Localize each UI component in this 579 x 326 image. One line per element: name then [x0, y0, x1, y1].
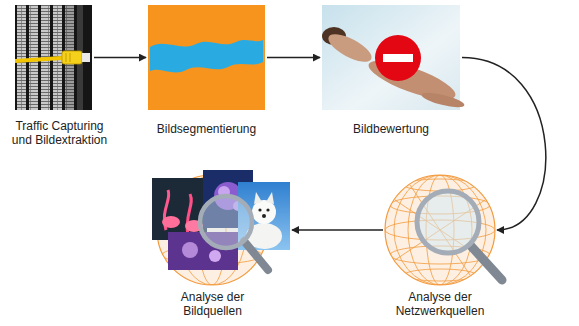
step-caption: Analyse der Bildquellen: [157, 290, 269, 318]
process-step: Analyse der Netzwerkquellen: [385, 175, 495, 285]
process-step: Bildbewertung: [322, 5, 460, 110]
rating-picture: [322, 5, 466, 110]
caption-group: Bildsegmentierung: [142, 122, 272, 136]
step-caption: Traffic Capturing und Bildextraktion: [5, 119, 115, 147]
caption-group: Traffic Capturing und Bildextraktion: [5, 119, 115, 147]
process-step: Analyse der Bildquellen: [155, 175, 290, 285]
flow-arrow: [94, 57, 146, 59]
caption-group: Analyse der Bildquellen: [157, 290, 269, 318]
network-cable-picture: [15, 5, 92, 110]
process-step: Traffic Capturing und Bildextraktion: [15, 5, 92, 110]
flow-arrow: [292, 229, 383, 231]
network-sphere-picture: [385, 175, 502, 285]
caption-group: Bildbewertung: [326, 122, 456, 136]
process-step: Bildsegmentierung: [148, 5, 265, 110]
step-caption: Analyse der Netzwerkquellen: [384, 290, 496, 318]
flow-arrow: [267, 57, 320, 59]
step-caption: Bildbewertung: [326, 122, 456, 136]
step-caption: Bildsegmentierung: [142, 122, 272, 136]
segmentation-picture: [148, 5, 265, 110]
image-sphere-picture: [152, 170, 290, 285]
caption-group: Analyse der Netzwerkquellen: [384, 290, 496, 318]
flow-arrow: [462, 58, 546, 231]
